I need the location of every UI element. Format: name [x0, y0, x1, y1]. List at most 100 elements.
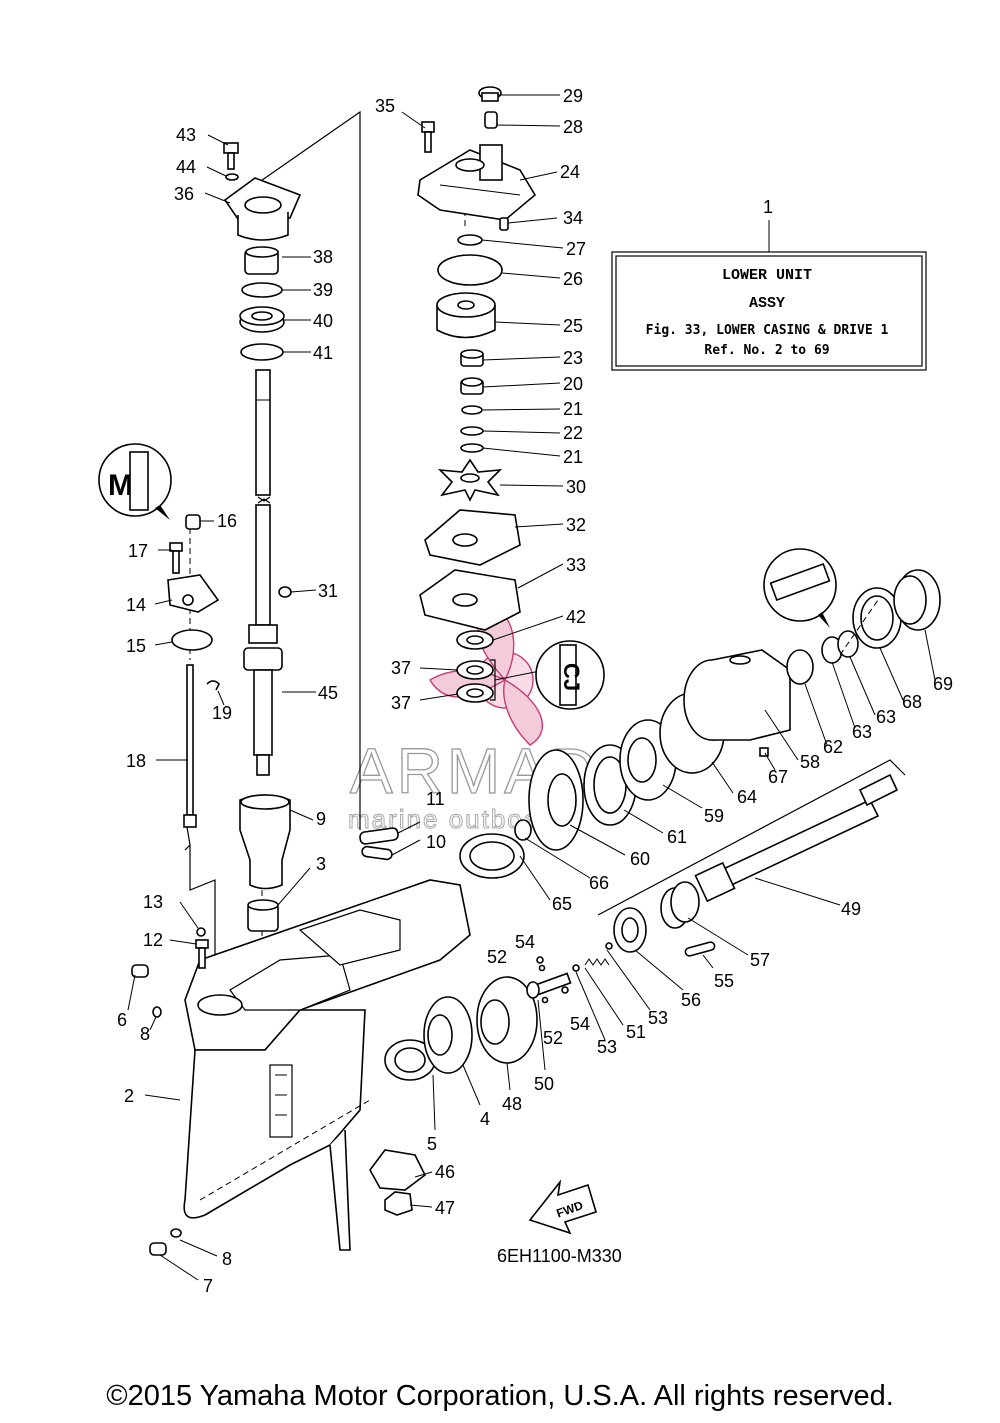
- part-68-washer: [852, 587, 902, 649]
- ref-box-line1: LOWER UNIT: [722, 267, 812, 284]
- callout-38: 38: [313, 247, 333, 267]
- callout-48: 48: [502, 1094, 522, 1114]
- ref-box-line4: Ref. No. 2 to 69: [704, 343, 829, 358]
- part-15-o-ring: [171, 629, 213, 651]
- leader-lines: [127, 94, 936, 1281]
- part-45-drive-shaft: [243, 369, 283, 776]
- part-47-nut: [384, 1191, 413, 1216]
- callout-55: 55: [714, 971, 734, 991]
- callout-54: 54: [515, 932, 535, 952]
- part-49-propeller-shaft: [694, 773, 899, 903]
- callout-66: 66: [589, 873, 609, 893]
- svg-text:CJ: CJ: [559, 663, 584, 691]
- part-10-key: [361, 845, 393, 861]
- part-44-washer: [225, 173, 239, 181]
- part-34-dowel: [499, 217, 509, 231]
- callout-69: 69: [933, 674, 953, 694]
- svg-text:M: M: [108, 469, 133, 502]
- part-32-plate: [424, 509, 521, 566]
- callout-46: 46: [435, 1162, 455, 1182]
- callout-23: 23: [563, 348, 583, 368]
- part-46-pinion: [369, 1149, 427, 1191]
- callout-62: 62: [823, 737, 843, 757]
- callout-47: 47: [435, 1198, 455, 1218]
- callout-28: 28: [563, 117, 583, 137]
- part-19-clip: [206, 680, 220, 691]
- callout-3: 3: [316, 854, 326, 874]
- part-8-gasket: [152, 1006, 162, 1018]
- callout-4: 4: [480, 1109, 490, 1129]
- part-8-gasket-lower: [170, 1228, 182, 1238]
- callout-64: 64: [737, 787, 757, 807]
- drive-shaft-column: M: [98, 142, 302, 932]
- part-35-bolt: [421, 121, 435, 153]
- callout-63: 63: [852, 722, 872, 742]
- part-20-seal: [460, 377, 484, 395]
- figure-code: 6EH1100-M330: [497, 1246, 622, 1266]
- callout-21-2: 21: [563, 447, 583, 467]
- callout-39: 39: [313, 280, 333, 300]
- part-48-forward-gear: [476, 976, 538, 1064]
- callout-20: 20: [563, 374, 583, 394]
- part-25-insert-cartridge: [436, 292, 496, 339]
- callout-8-lower: 8: [222, 1249, 232, 1269]
- callout-29: 29: [563, 86, 583, 106]
- callout-65: 65: [552, 894, 572, 914]
- part-57-clutch: [660, 881, 700, 929]
- part-39-washer: [241, 282, 283, 298]
- part-62-needle-bearing: [786, 649, 814, 685]
- callout-42: 42: [566, 607, 586, 627]
- part-60-reverse-gear: [528, 749, 584, 851]
- part-30-impeller: [437, 458, 503, 502]
- callout-7: 7: [203, 1276, 213, 1296]
- callout-36: 36: [174, 184, 194, 204]
- callout-45: 45: [318, 683, 338, 703]
- part-58-bearing-housing: [683, 649, 791, 741]
- part-40-oil-seal: [239, 306, 285, 333]
- callout-11: 11: [426, 789, 445, 809]
- callout-6: 6: [117, 1010, 127, 1030]
- callout-8: 8: [140, 1024, 150, 1044]
- part-42-oil-seal: [456, 630, 494, 650]
- part-16-grommet: [185, 514, 201, 530]
- part-37-seal-lower: [456, 683, 494, 703]
- part-29-grommet: [478, 86, 502, 102]
- callout-25: 25: [563, 316, 583, 336]
- callout-5: 5: [427, 1134, 437, 1154]
- callout-22: 22: [563, 423, 583, 443]
- ref-box-line3: Fig. 33, LOWER CASING & DRIVE 1: [646, 323, 889, 338]
- shift-rod-assembly: M: [98, 443, 220, 851]
- part-23-seal: [460, 349, 484, 367]
- callout-41: 41: [313, 343, 333, 363]
- housing-fasteners: [131, 827, 399, 1256]
- callout-9: 9: [316, 809, 326, 829]
- part-9-sleeve: [239, 794, 291, 890]
- callout-52: 52: [487, 947, 507, 967]
- part-50-plunger: [526, 972, 572, 999]
- reference-box: 1 LOWER UNIT ASSY Fig. 33, LOWER CASING …: [611, 197, 927, 371]
- callout-35: 35: [375, 96, 395, 116]
- part-37-seal-upper: [456, 660, 494, 680]
- part-22-washer: [460, 426, 484, 436]
- callout-56: 56: [681, 990, 701, 1010]
- part-54-ball: [536, 956, 544, 964]
- part-38-bearing: [244, 246, 279, 275]
- part-69-ring-nut: [893, 569, 941, 631]
- callout-43: 43: [176, 125, 196, 145]
- part-4-bearing: [423, 996, 473, 1074]
- part-17-bolt: [169, 542, 183, 574]
- fwd-arrow: FWD: [528, 1179, 597, 1235]
- part-66-washer: [514, 819, 532, 841]
- callout-40: 40: [313, 311, 333, 331]
- part-67-key: [759, 747, 769, 757]
- callout-31: 31: [318, 581, 338, 601]
- callout-numbers: 43 44 36 38 39 40 41 16 17 14 15 19 18 3…: [117, 86, 953, 1296]
- part-36-bearing-housing: [223, 177, 302, 241]
- part-33-gasket: [419, 569, 521, 631]
- callout-18: 18: [126, 751, 146, 771]
- part-26-o-ring: [437, 254, 503, 286]
- callout-63-2: 63: [876, 707, 896, 727]
- part-53-ball: [572, 964, 580, 972]
- callout-58: 58: [800, 752, 820, 772]
